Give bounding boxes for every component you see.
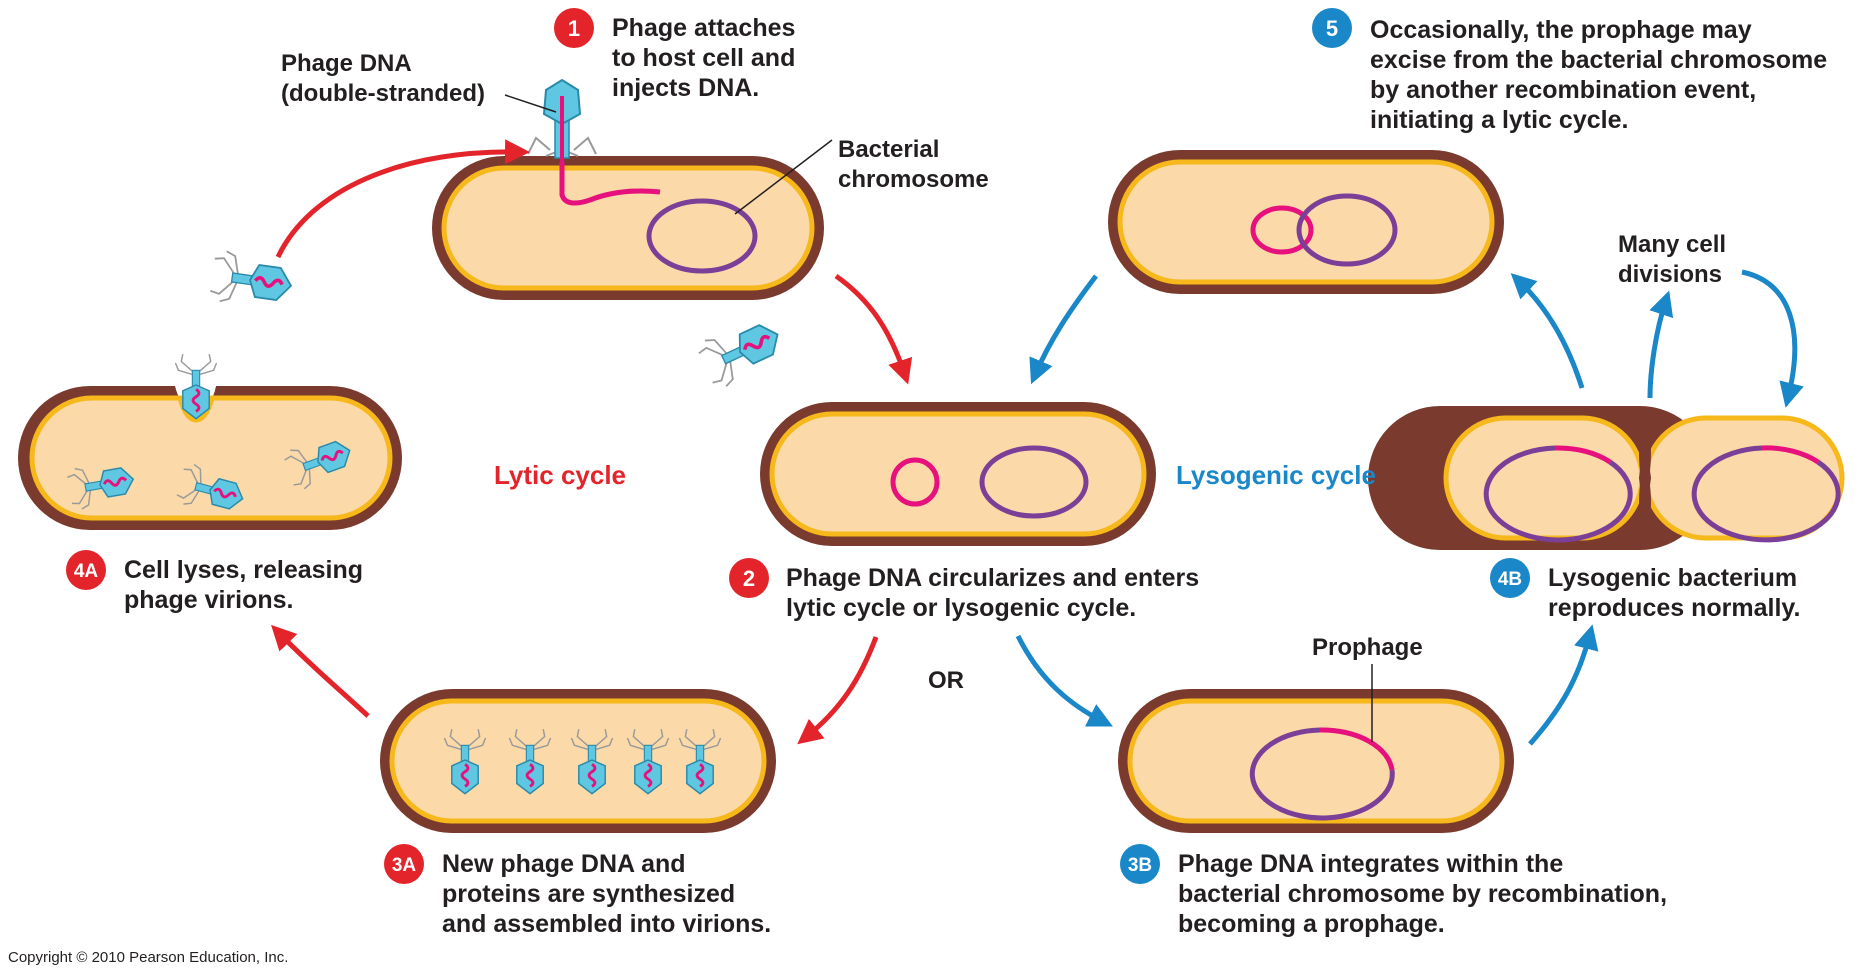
- step-4b-text-line: reproduces normally.: [1548, 594, 1800, 622]
- bacterial-chromosome: [1296, 193, 1398, 267]
- cell-stage-3b: [1118, 689, 1514, 833]
- step-3b: 3B Phage DNA integrates within the bacte…: [1120, 844, 1667, 938]
- step-badge-4b: [1490, 558, 1530, 598]
- step-1: 1 Phage attaches to host cell and inject…: [554, 8, 795, 102]
- step-badge-4a: [66, 550, 106, 590]
- cell-stage-2: [760, 402, 1156, 546]
- step-2-text-line: lytic cycle or lysogenic cycle.: [786, 594, 1136, 622]
- phage-dna-sublabel: (double-stranded): [281, 80, 485, 107]
- arrow-3a-to-4a: [271, 624, 370, 718]
- step-2-text-line: Phage DNA circularizes and enters: [786, 564, 1199, 592]
- cell-stage-1: [432, 78, 824, 300]
- arrow-3b-to-4b: [1528, 624, 1599, 746]
- step-3b-text-line: Phage DNA integrates within the: [1178, 850, 1563, 878]
- step-1-text-line: Phage attaches: [612, 14, 795, 42]
- arrow-1-to-2: [834, 273, 913, 385]
- step-4a-text-line: phage virions.: [124, 586, 293, 614]
- arrow-2-to-3a: [797, 636, 879, 745]
- many-cell-divisions-sublabel: divisions: [1618, 261, 1722, 288]
- attaching-phage: [527, 78, 597, 168]
- or-label: OR: [928, 667, 964, 694]
- svg-text:3A: 3A: [392, 855, 417, 876]
- lytic-arrows: [271, 139, 913, 745]
- step-3a-text-line: proteins are synthesized: [442, 880, 735, 908]
- prophage-label: Prophage: [1312, 634, 1423, 661]
- free-phage: [693, 309, 791, 393]
- arrow-2-to-3b: [1015, 634, 1113, 727]
- cell-stage-5: [1108, 150, 1504, 294]
- step-5: 5 Occasionally, the prophage may excise …: [1312, 8, 1827, 134]
- step-5-text-line: excise from the bacterial chromosome: [1370, 46, 1827, 74]
- step-5-text-line: initiating a lytic cycle.: [1370, 106, 1628, 134]
- step-4b: 4B Lysogenic bacterium reproduces normal…: [1490, 558, 1800, 622]
- bacterial-chromosome: [1249, 727, 1395, 821]
- step-4b-text-line: Lysogenic bacterium: [1548, 564, 1797, 592]
- lysogenic-arrows: [1015, 269, 1804, 746]
- prophage-right: [1761, 445, 1820, 465]
- bacterial-chromosome-right: [1691, 445, 1841, 543]
- step-badge-2: [729, 558, 769, 598]
- arrow-4a-to-1: [275, 139, 530, 259]
- cell-stage-3a: [380, 689, 776, 833]
- step-badge-3b: [1120, 844, 1160, 884]
- step-3b-text-line: bacterial chromosome by recombination,: [1178, 880, 1667, 908]
- cell-stage-4a: [18, 352, 402, 530]
- copyright-notice: Copyright © 2010 Pearson Education, Inc.: [8, 949, 288, 966]
- step-3b-text-line: becoming a prophage.: [1178, 910, 1445, 938]
- phage-dna-leader: [504, 94, 557, 113]
- step-3a-text-line: and assembled into virions.: [442, 910, 771, 938]
- step-3a-text-line: New phage DNA and: [442, 850, 686, 878]
- chromosome-leader: [734, 139, 833, 215]
- step-badge-5: [1312, 8, 1352, 48]
- integrated-prophage: [1319, 727, 1395, 771]
- step-4a-text-line: Cell lyses, releasing: [124, 556, 363, 584]
- lytic-cycle-label: Lytic cycle: [494, 460, 626, 490]
- arrow-5-to-2: [1029, 274, 1098, 385]
- cell-stage-4b: [1368, 406, 1845, 550]
- bacterial-chromosome: [646, 198, 758, 274]
- step-1-text-line: to host cell and: [612, 44, 795, 72]
- step-4a: 4A Cell lyses, releasing phage virions.: [66, 550, 363, 614]
- step-5-text-line: by another recombination event,: [1370, 76, 1756, 104]
- injected-phage-dna: [559, 162, 661, 206]
- step-badge-1: [554, 8, 594, 48]
- bacterial-chromosome-sublabel: chromosome: [838, 166, 989, 193]
- svg-text:4B: 4B: [1498, 569, 1522, 590]
- phage-dna-label: Phage DNA: [281, 50, 412, 77]
- arrow-cell-division-down: [1741, 269, 1804, 408]
- excising-prophage: [1250, 205, 1314, 255]
- step-5-text-line: Occasionally, the prophage may: [1370, 16, 1752, 44]
- many-cell-divisions-label: Many cell: [1618, 231, 1726, 258]
- svg-text:5: 5: [1326, 16, 1338, 41]
- svg-text:4A: 4A: [74, 561, 99, 582]
- step-2: 2 Phage DNA circularizes and enters lyti…: [729, 558, 1199, 622]
- free-phage: [207, 247, 297, 313]
- prophage-left: [1554, 445, 1612, 465]
- svg-text:3B: 3B: [1128, 855, 1152, 876]
- bacterial-chromosome-left: [1483, 445, 1633, 543]
- circularized-phage-dna: [890, 457, 940, 507]
- step-3a: 3A New phage DNA and proteins are synthe…: [384, 844, 771, 938]
- bacterial-chromosome: [979, 445, 1089, 519]
- step-1-text-line: injects DNA.: [612, 74, 759, 102]
- svg-text:2: 2: [743, 566, 755, 591]
- arrow-cell-division-up: [1647, 290, 1674, 399]
- arrow-4b-to-5: [1510, 273, 1585, 389]
- svg-text:1: 1: [568, 16, 580, 41]
- lysogenic-cycle-label: Lysogenic cycle: [1176, 460, 1376, 490]
- step-badge-3a: [384, 844, 424, 884]
- bacterial-chromosome-label: Bacterial: [838, 136, 939, 163]
